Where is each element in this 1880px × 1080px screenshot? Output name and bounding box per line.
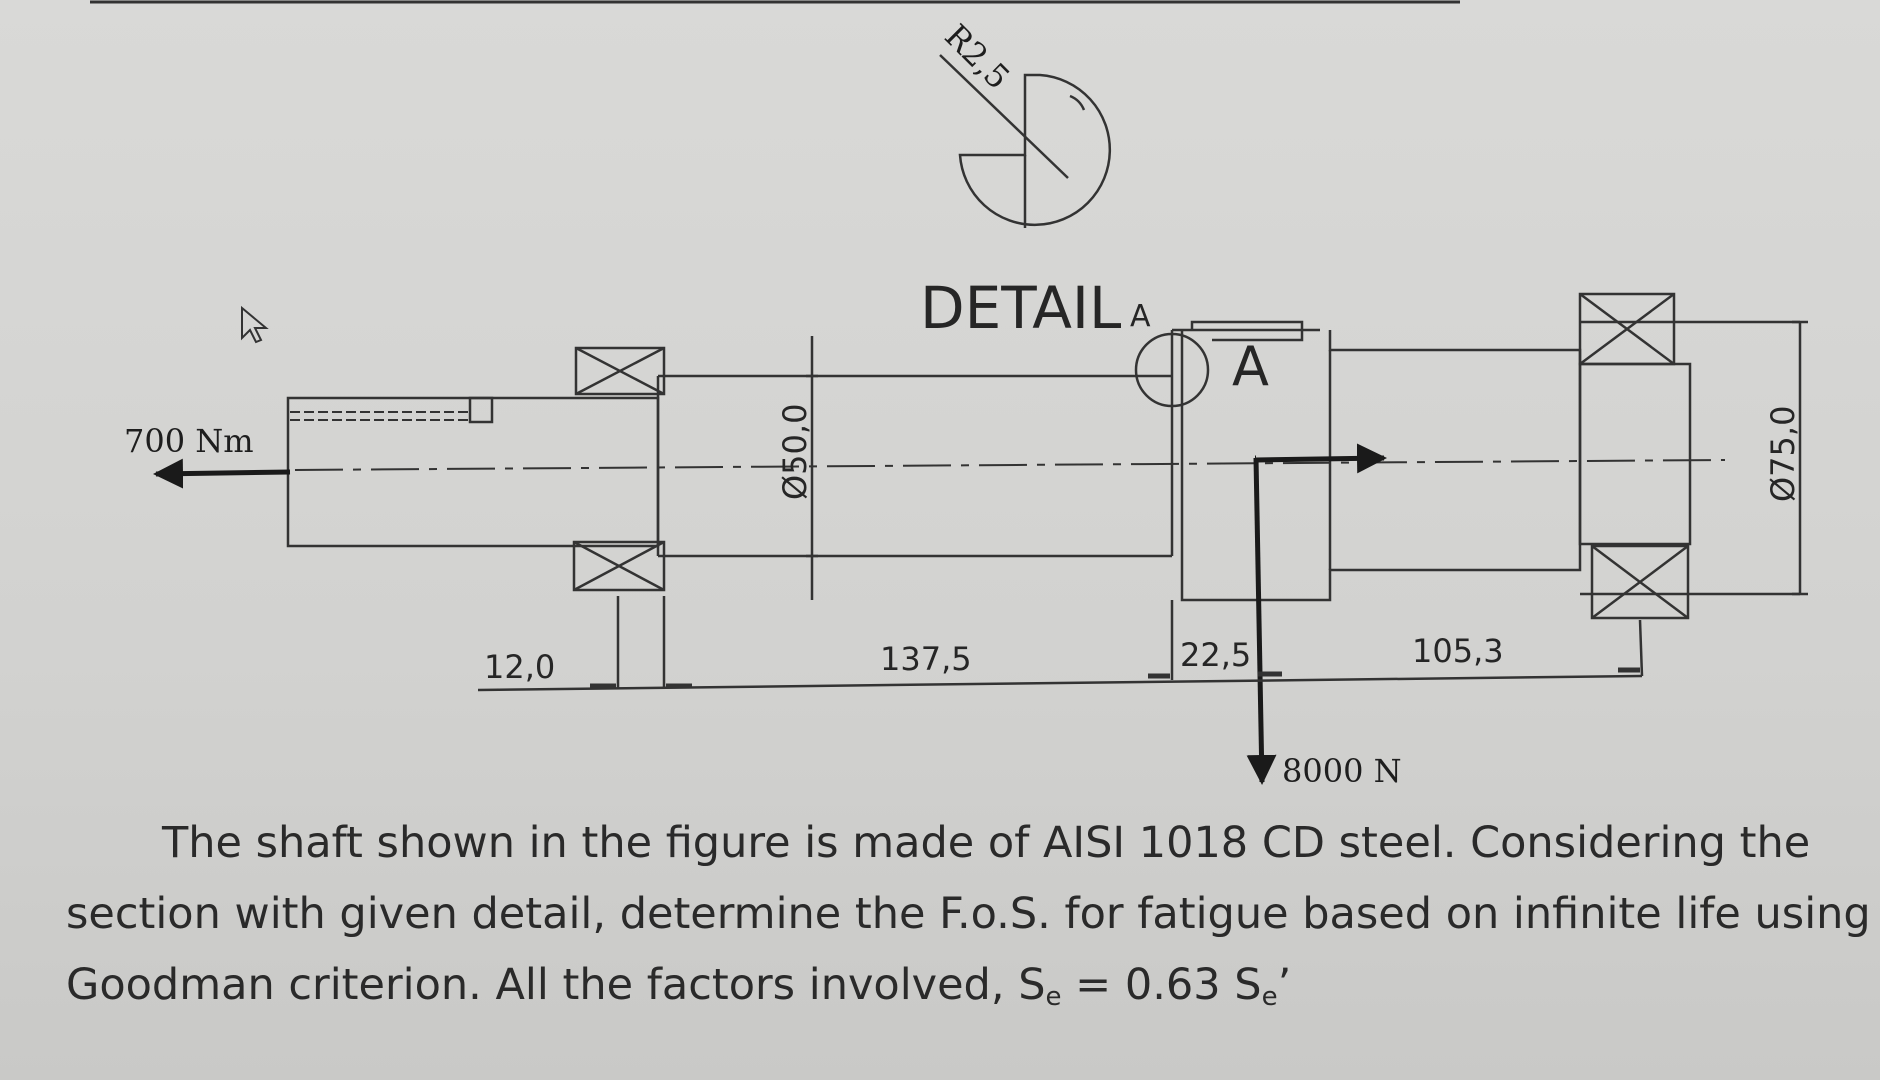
right-end-block [1578,362,1692,546]
shaft-left-end [286,396,660,548]
detail-title: DETAIL [920,274,1121,342]
section-letter: A [1232,335,1269,398]
problem-line-3-a: Goodman criterion. All the factors invol… [66,960,1046,1010]
force-label: 8000 N [1282,752,1402,790]
problem-sub-1: e [1045,982,1062,1012]
bearing-left-top [574,346,666,396]
centerline [294,459,1726,471]
bearing-right-bottom [1590,544,1690,620]
detail-fillet-mark [1069,94,1086,111]
dim-len-2: 137,5 [880,640,972,678]
shaft-drawing: R2,5 DETAIL A [90,0,1808,790]
dim-d50-label: Ø50,0 [776,404,814,500]
torque-label: 700 Nm [124,422,254,460]
length-dimension-lines [477,596,1644,692]
axial-arrow [1255,443,1387,474]
mouse-cursor-icon [241,305,269,344]
detail-a-view [939,54,1112,228]
problem-line-3: Goodman criterion. All the factors invol… [66,950,1856,1033]
key-slot [1190,320,1304,342]
detail-callout-circle [1134,332,1210,408]
dim-len-4: 105,3 [1412,632,1504,670]
detail-radius-leader [939,54,1069,179]
detail-radius-label: R2,5 [937,17,1017,97]
problem-sub-2: e [1261,982,1278,1012]
shaft-body [286,320,1800,602]
problem-line-3-c: ’ [1277,960,1292,1010]
dim-d50 [806,336,818,600]
bearing-right-top [1578,292,1676,366]
dim-len-3: 22,5 [1180,636,1251,674]
dim-d75 [1792,320,1808,596]
bearing-left-bottom [572,540,666,592]
detail-title-letter: A [1130,299,1151,334]
large-section-outline [1180,330,1582,602]
torque-arrow [153,458,291,489]
problem-line-2: section with given detail, determine the… [66,889,1871,939]
detail-circle-arc [958,73,1112,227]
dim-d75-label: Ø75,0 [1764,406,1802,502]
force-arrow [1246,457,1277,785]
problem-line-3-b: = 0.63 S [1061,960,1262,1010]
keyway-end [468,396,494,424]
dim-len-1: 12,0 [484,648,555,686]
problem-statement: The shaft shown in the figure is made of… [66,808,1871,1033]
problem-line-1: The shaft shown in the figure is made of… [162,818,1811,868]
